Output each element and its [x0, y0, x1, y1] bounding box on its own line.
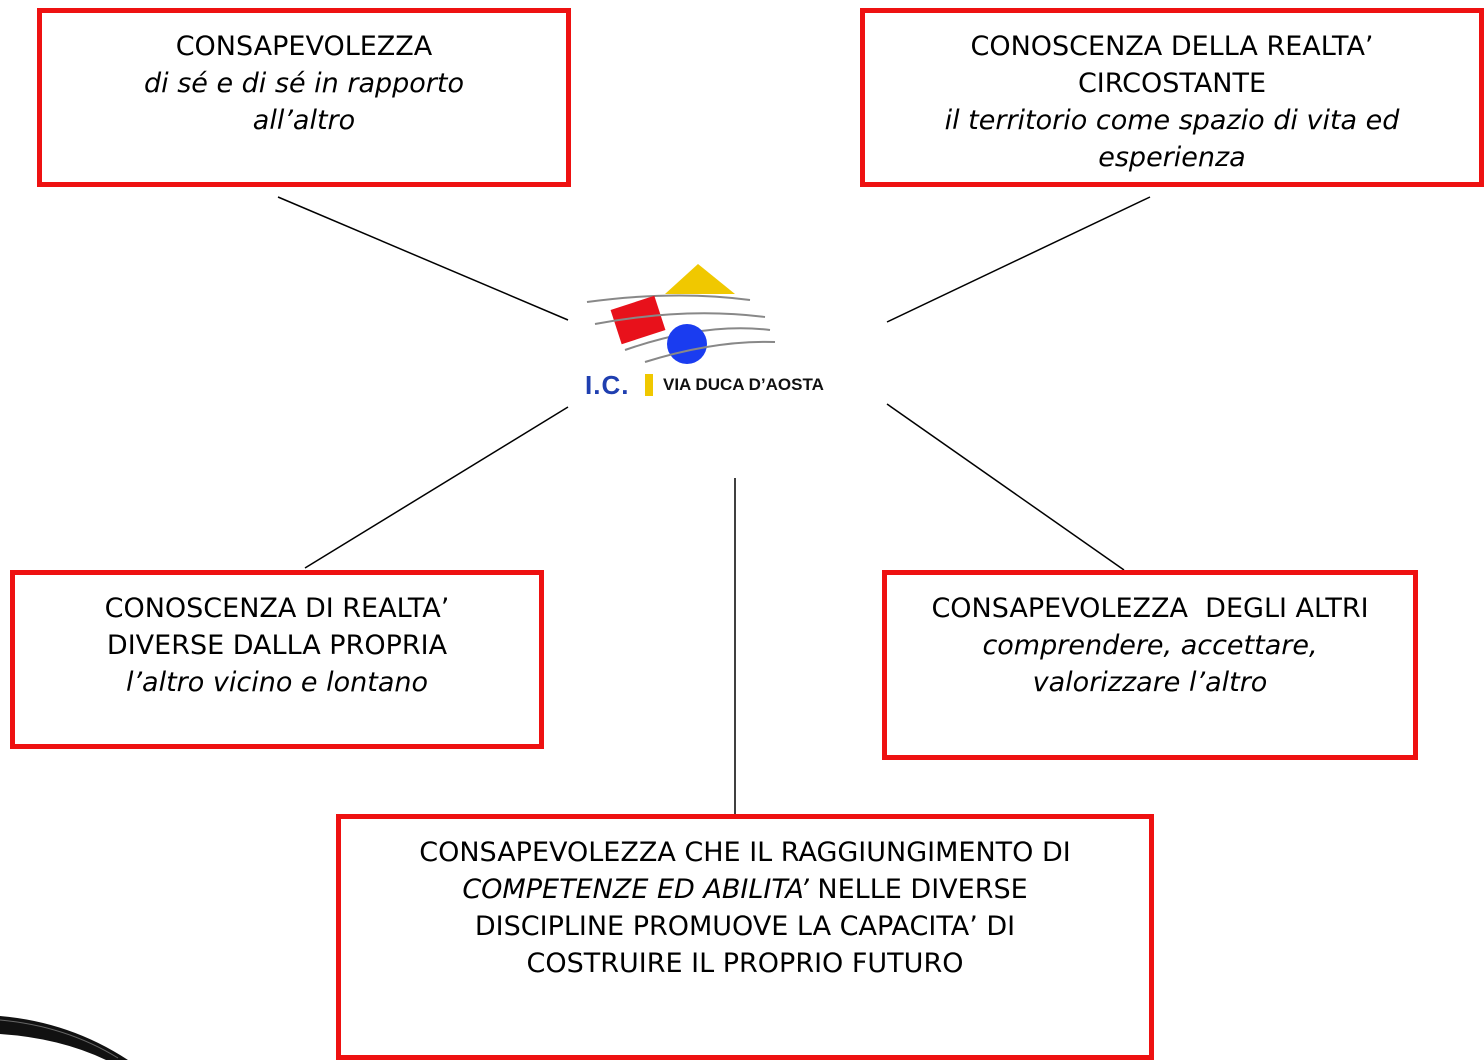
connector-middle-left: [304, 406, 569, 569]
logo-blue-circle: [667, 324, 707, 364]
corner-decoration: [0, 1016, 128, 1060]
logo-red-square: [610, 295, 666, 345]
box-self-awareness: CONSAPEVOLEZZA di sé e di sé in rapporto…: [37, 8, 571, 187]
box-subtitle-line: comprendere, accettare,: [982, 630, 1318, 661]
box-subtitle-line: all’altro: [252, 105, 356, 136]
logo-yellow-triangle: [665, 264, 735, 294]
box-title-line: DIVERSE DALLA PROPRIA: [106, 630, 448, 661]
box-title-line: CONOSCENZA DELLA REALTA’: [970, 31, 1374, 62]
box-text-rest: NELLE DIVERSE: [808, 874, 1028, 905]
connector-top-right: [886, 196, 1151, 323]
box-text-line: DISCIPLINE PROMUOVE LA CAPACITA’ DI: [474, 911, 1016, 942]
box-awareness-of-others: CONSAPEVOLEZZA DEGLI ALTRI comprendere, …: [882, 570, 1418, 760]
box-text-line: COMPETENZE ED ABILITA’ NELLE DIVERSE: [341, 871, 1149, 908]
school-logo: I.C. VIA DUCA D’AOSTA: [585, 262, 880, 407]
box-text-line: COSTRUIRE IL PROPRIO FUTURO: [526, 948, 964, 979]
logo-swoosh: [594, 312, 766, 325]
box-subtitle-line: esperienza: [1098, 142, 1246, 173]
box-subtitle: l’altro vicino e lontano: [125, 667, 429, 698]
connector-middle-right: [886, 403, 1125, 571]
box-subtitle-line: il territorio come spazio di vita ed: [944, 105, 1400, 136]
logo-swoosh: [644, 340, 776, 363]
box-surrounding-reality: CONOSCENZA DELLA REALTA’ CIRCOSTANTE il …: [860, 8, 1484, 187]
logo-graphic: [586, 264, 776, 364]
connector-top-left: [277, 196, 569, 321]
box-title: CONSAPEVOLEZZA: [175, 31, 433, 62]
corner-swoosh: [0, 1016, 128, 1060]
corner-swoosh-highlight: [0, 1019, 119, 1059]
box-title-line: CONOSCENZA DI REALTA’: [104, 593, 450, 624]
box-text-italic: COMPETENZE ED ABILITA’: [462, 874, 809, 905]
box-future-building: CONSAPEVOLEZZA CHE IL RAGGIUNGIMENTO DI …: [336, 814, 1154, 1060]
box-title: CONSAPEVOLEZZA DEGLI ALTRI: [931, 593, 1369, 624]
box-subtitle-line: valorizzare l’altro: [1032, 667, 1268, 698]
box-other-realities: CONOSCENZA DI REALTA’ DIVERSE DALLA PROP…: [10, 570, 544, 749]
box-title-line: CIRCOSTANTE: [1077, 68, 1267, 99]
logo-yellow-bar: [645, 374, 653, 396]
logo-initials: I.C.: [585, 370, 630, 400]
box-subtitle-line: di sé e di sé in rapporto: [143, 68, 464, 99]
logo-swoosh: [586, 294, 751, 303]
logo-name: VIA DUCA D’AOSTA: [663, 375, 824, 394]
box-text-line: CONSAPEVOLEZZA CHE IL RAGGIUNGIMENTO DI: [419, 837, 1071, 868]
